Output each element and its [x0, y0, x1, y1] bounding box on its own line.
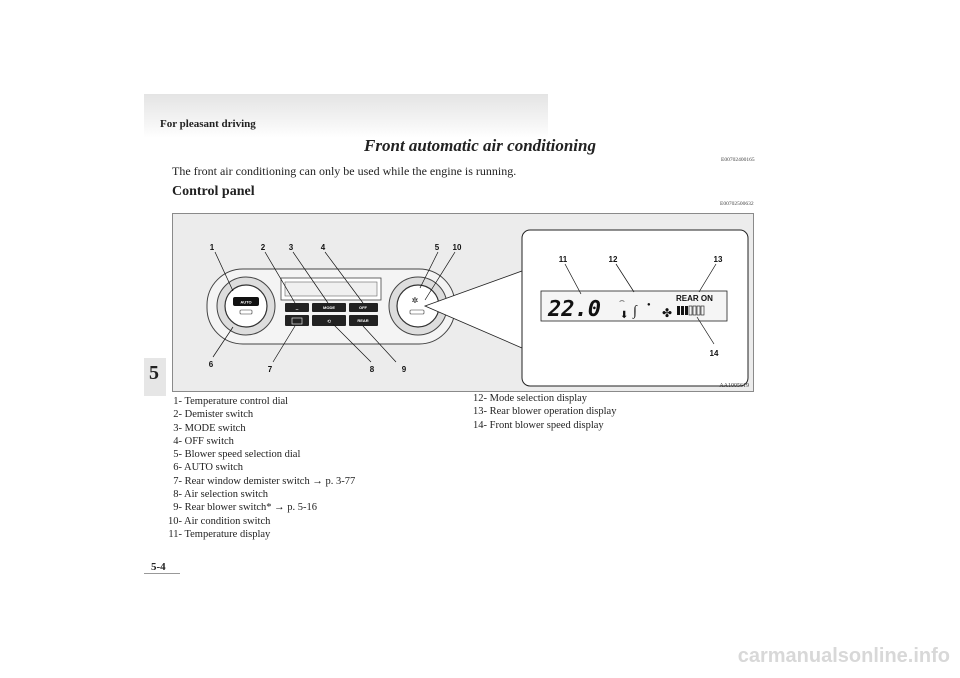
legend-left: 1- Temperature control dial 2- Demister …: [162, 395, 355, 541]
leader-lines-detail: [564, 263, 717, 345]
legend-item: 3- MODE switch: [173, 422, 246, 434]
callout-9: 9: [402, 365, 407, 374]
auto-switch-slot: [239, 309, 253, 315]
demister-mode-icon: ⌢: [619, 295, 625, 305]
airflow-mode-icon: ∫: [632, 304, 638, 319]
rear-demister-icon: [291, 317, 303, 325]
demister-icon: ⌢: [295, 308, 298, 313]
rear-blower-switch[interactable]: [349, 315, 378, 326]
section-heading: Control panel: [172, 184, 255, 199]
rear-window-demister-switch[interactable]: [285, 315, 309, 326]
legend-item: 4- OFF switch: [173, 435, 234, 447]
title-code: E00702400165: [721, 157, 755, 163]
running-header: For pleasant driving: [160, 118, 256, 130]
legend-item: 12- Mode selection display: [473, 393, 588, 404]
lcd-display: [540, 290, 728, 322]
legend-item: 13- Rear blower operation display: [473, 406, 617, 418]
legend-item: 10- Air condition switch: [168, 515, 271, 527]
off-switch-label: OFF: [359, 305, 368, 310]
auto-switch-label: AUTO: [240, 300, 251, 305]
off-switch[interactable]: [349, 303, 378, 312]
footer-rule: [144, 573, 180, 574]
legend-item: 14- Front blower speed display: [473, 419, 604, 431]
control-panel-illustration: AUTO ✲ ⌢ MODE OFF ⟲ REAR: [206, 229, 749, 387]
intro-text: The front air conditioning can only be u…: [172, 164, 517, 178]
legend-item: 7- Rear window demister switch → p. 3-77: [173, 475, 356, 487]
temperature-display: 22.0: [547, 297, 601, 322]
fan-icon: ✲: [412, 296, 419, 305]
seat-dot-icon: ●: [647, 302, 651, 308]
auto-switch[interactable]: [233, 297, 259, 306]
section-code: E00702500632: [720, 201, 754, 207]
page-number: 5-4: [151, 561, 166, 573]
page-title: Front automatic air conditioning: [364, 136, 596, 155]
legend-item: 5- Blower speed selection dial: [173, 449, 301, 461]
callout-13: 13: [714, 255, 723, 264]
callout-4: 4: [321, 243, 326, 252]
figure-code: AA1005619: [719, 383, 749, 389]
rear-blower-operation-display: REAR ON: [676, 294, 713, 303]
fan-display-icon: ✤: [662, 306, 672, 320]
callout-7: 7: [268, 365, 273, 374]
rear-blower-switch-label: REAR: [357, 318, 368, 323]
mode-switch[interactable]: [312, 303, 346, 312]
callout-3: 3: [289, 243, 294, 252]
control-panel-figure: AUTO ✲ ⌢ MODE OFF ⟲ REAR: [172, 213, 754, 392]
panel-display-inner: [284, 281, 378, 297]
demister-switch[interactable]: [285, 303, 309, 312]
header-band: [144, 94, 548, 138]
legend-right: 12- Mode selection display 13- Rear blow…: [467, 392, 616, 432]
recirculation-icon: ⟲: [327, 319, 332, 325]
legend-item: 1- Temperature control dial: [173, 396, 289, 407]
callout-12: 12: [609, 255, 618, 264]
mode-switch-label: MODE: [323, 305, 335, 310]
leader-lines-panel: [212, 251, 456, 363]
callout-1: 1: [210, 243, 215, 252]
chapter-tab-number: 5: [149, 362, 159, 384]
callout-6: 6: [209, 360, 214, 369]
air-selection-switch[interactable]: [312, 315, 346, 326]
callout-14: 14: [710, 349, 719, 358]
callout-10: 10: [453, 243, 462, 252]
legend-item: 2- Demister switch: [173, 409, 254, 421]
watermark: carmanualsonline.info: [737, 645, 950, 667]
legend-item: 11- Temperature display: [168, 528, 271, 540]
front-blower-speed-display: [677, 305, 705, 316]
legend-item: 9- Rear blower switch* → p. 5-16: [173, 502, 318, 514]
air-condition-switch[interactable]: [409, 309, 425, 315]
callout-2: 2: [261, 243, 266, 252]
callout-8: 8: [370, 365, 375, 374]
airflow-arrow-icon: ⬇: [620, 310, 628, 321]
chapter-tab: [144, 358, 166, 396]
legend-item: 6- AUTO switch: [173, 462, 244, 474]
legend-item: 8- Air selection switch: [173, 489, 269, 501]
callout-5: 5: [435, 243, 440, 252]
callout-11: 11: [559, 255, 568, 264]
